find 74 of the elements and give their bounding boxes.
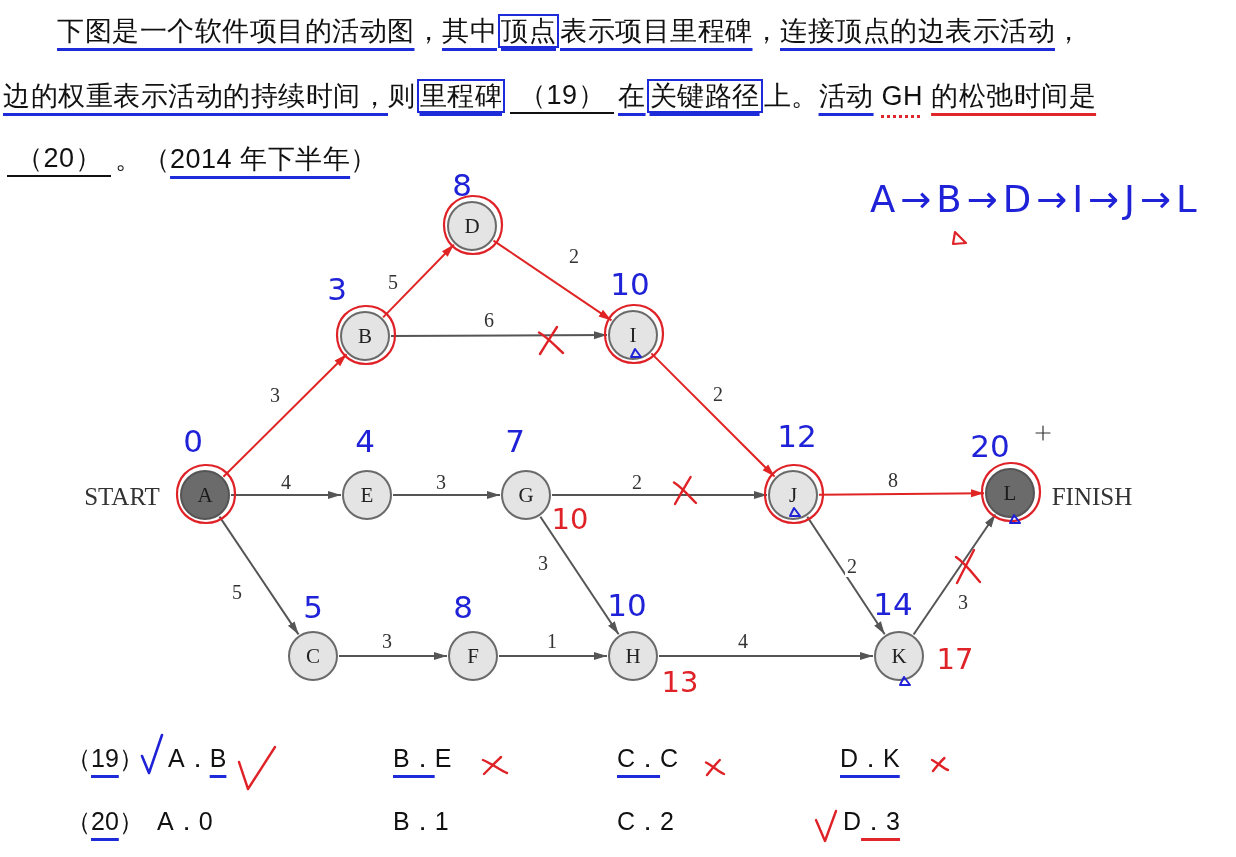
milestone-circle <box>608 310 658 360</box>
answer-option: A．B <box>168 741 227 775</box>
handwritten-number: 20 <box>970 429 1010 463</box>
question-text: 在关键路径上。活动 GH 的松弛时间是 <box>618 78 1097 115</box>
handwritten-number: 7 <box>505 424 525 458</box>
node-letter: C <box>306 643 320 669</box>
arrow <box>650 352 776 478</box>
node-letter: L <box>1003 480 1017 506</box>
node-letter: H <box>625 643 641 669</box>
handwritten-number: 10 <box>610 267 650 301</box>
milestone-circle <box>340 311 390 361</box>
node-letter: B <box>358 323 372 349</box>
arrow <box>382 243 455 319</box>
node-letter: E <box>360 482 374 508</box>
milestone-circle <box>342 470 392 520</box>
handwritten-number: 12 <box>777 419 817 453</box>
milestone-circle <box>985 468 1035 518</box>
arrow <box>539 515 620 636</box>
question-text: 边的权重表示活动的持续时间，则里程碑 <box>3 75 506 117</box>
answer-option: C．C <box>617 741 679 775</box>
answer-option: A．0 <box>157 804 213 838</box>
handwritten-number: 13 <box>661 666 699 698</box>
handwritten-path: A→B→D→I→J→L <box>870 179 1202 221</box>
question-number: （19） <box>66 743 144 774</box>
milestone-circle <box>874 631 924 681</box>
question-number: （20） <box>66 806 144 837</box>
milestone-circle <box>288 631 338 681</box>
milestone-circle <box>180 470 230 520</box>
handwritten-number: 8 <box>452 168 472 202</box>
fill-in-line: （20） <box>7 141 112 177</box>
node-letter: G <box>518 482 534 508</box>
handwritten-number: 10 <box>607 588 647 622</box>
handwritten-number: 17 <box>936 643 974 675</box>
node-letter: F <box>467 643 479 669</box>
answer-option: D．K <box>840 741 900 775</box>
arrow <box>338 652 448 660</box>
handwritten-number: 8 <box>453 590 473 624</box>
arrow <box>392 491 501 499</box>
node-letter: J <box>788 482 798 508</box>
arrow <box>230 491 342 499</box>
arrow <box>492 239 613 322</box>
answer-option: B．1 <box>393 804 449 838</box>
arrow <box>551 491 768 499</box>
milestone-circle <box>768 470 818 520</box>
question-text: 下图是一个软件项目的活动图，其中顶点表示项目里程碑，连接顶点的边表示活动， <box>57 13 1083 50</box>
handwritten-number: 3 <box>327 272 347 306</box>
node-letter: D <box>464 213 480 239</box>
arrow <box>498 652 608 660</box>
fill-in-line: （19） <box>510 78 615 114</box>
node-letter: K <box>891 643 907 669</box>
handwritten-number: 10 <box>551 503 589 535</box>
question-text: 。（2014 年下半年） <box>115 143 378 176</box>
endpoint-label: FINISH <box>1051 483 1133 511</box>
answer-option: B．E <box>393 741 452 775</box>
node-letter: I <box>629 322 637 348</box>
arrow <box>390 331 608 340</box>
handwritten-number: 4 <box>355 424 375 458</box>
handwritten-number: 5 <box>303 590 323 624</box>
arrow <box>912 513 997 636</box>
milestone-circle <box>501 470 551 520</box>
milestone-circle <box>448 631 498 681</box>
arrow <box>222 353 348 478</box>
handwritten-number: 0 <box>183 424 203 458</box>
answer-option: D．3 <box>843 804 900 838</box>
endpoint-label: START <box>84 483 160 511</box>
node-letter: A <box>197 482 213 508</box>
answer-option: C．2 <box>617 804 674 838</box>
arrow <box>218 515 300 636</box>
arrow <box>806 515 886 636</box>
arrow <box>818 489 985 498</box>
milestone-circle <box>447 201 497 251</box>
arrow <box>658 652 874 660</box>
handwritten-number: 14 <box>873 587 913 621</box>
milestone-circle <box>608 631 658 681</box>
